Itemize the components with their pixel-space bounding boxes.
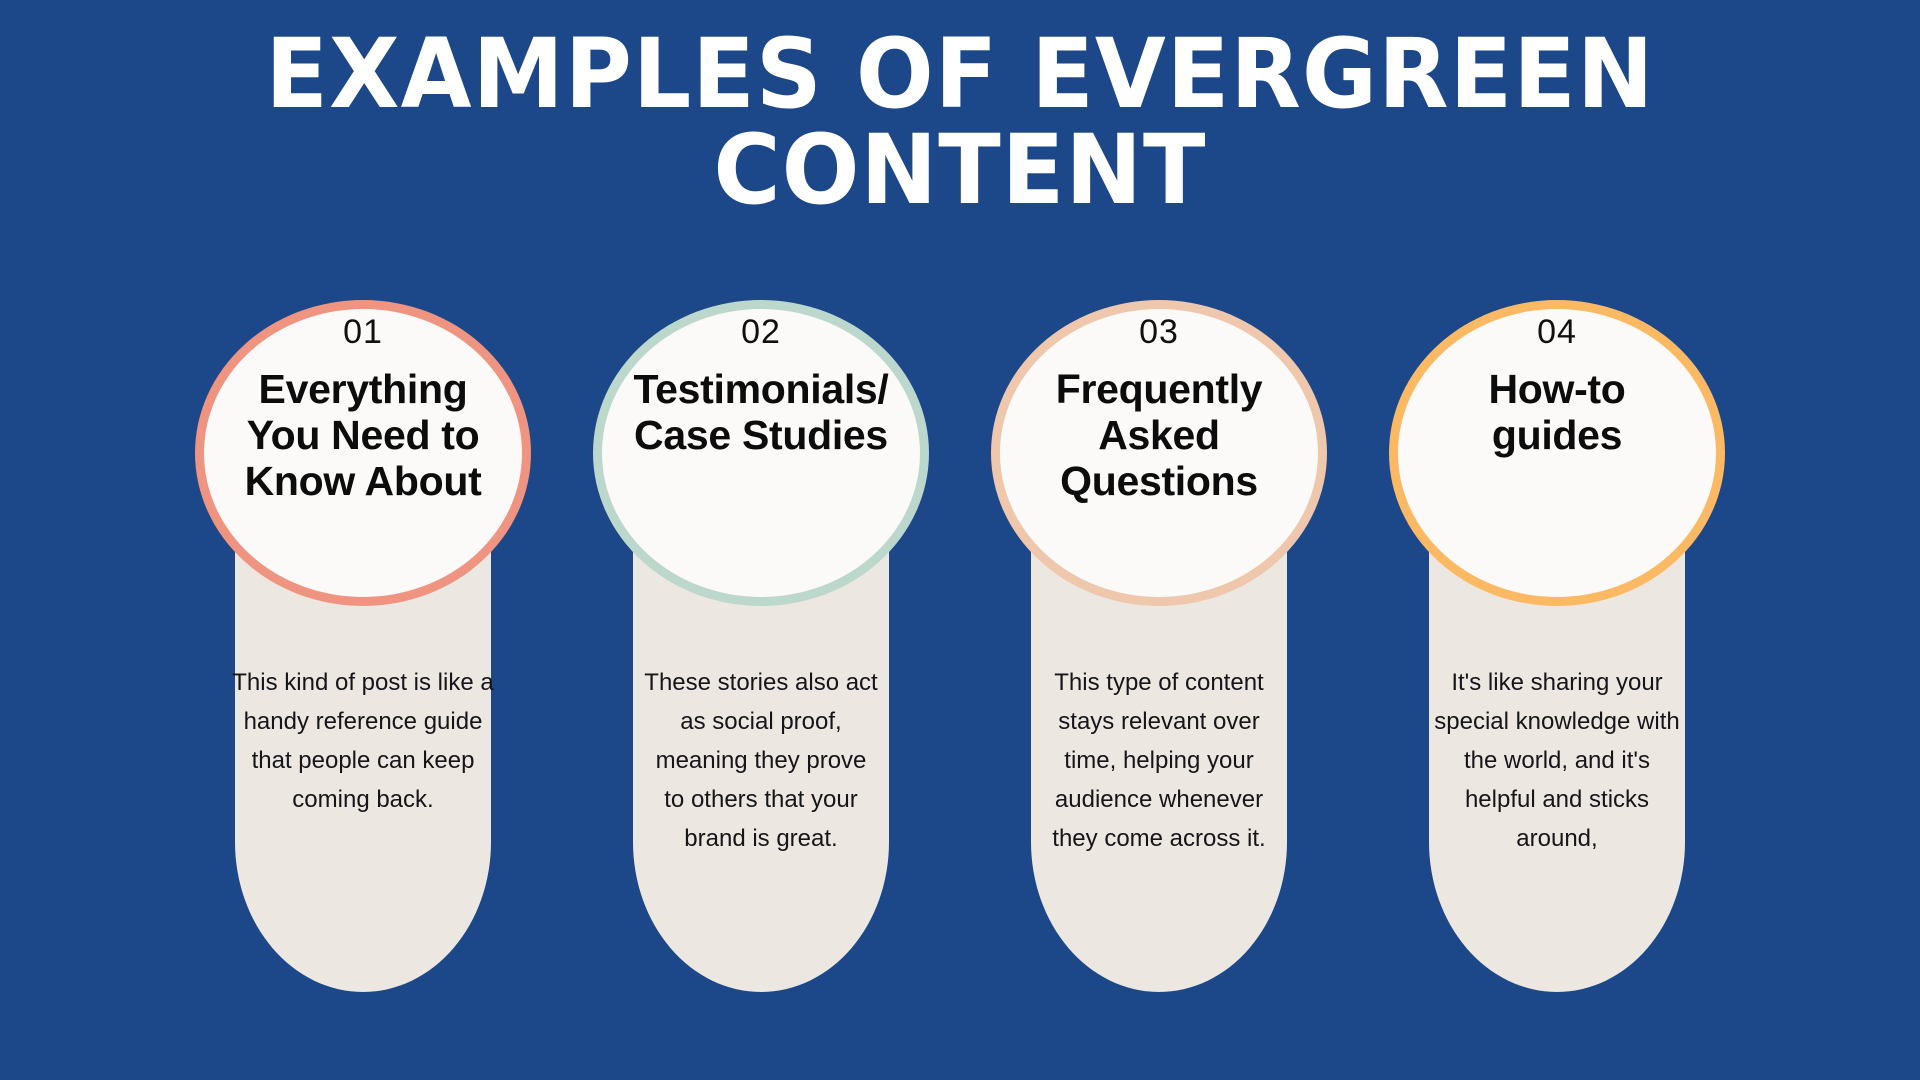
card-circle	[195, 300, 531, 606]
content-card: 04 How-to guides It's like sharing your …	[1389, 300, 1725, 1002]
content-card: 02 Testimonials/ Case Studies These stor…	[593, 300, 929, 1002]
card-circle	[1389, 300, 1725, 606]
content-card: 03 Frequently Asked Questions This type …	[991, 300, 1327, 1002]
title-block: Examples of Evergreen Content	[180, 26, 1740, 218]
content-card: 01 Everything You Need to Know About Thi…	[195, 300, 531, 1002]
card-body-text: This kind of post is like a handy refere…	[232, 669, 494, 813]
cards-row: 01 Everything You Need to Know About Thi…	[0, 300, 1920, 1002]
card-circle	[593, 300, 929, 606]
page-title: Examples of Evergreen Content	[265, 18, 1655, 226]
card-body-text: This type of content stays relevant over…	[1052, 669, 1266, 852]
card-body-text: These stories also act as social proof, …	[644, 669, 878, 852]
card-body-text: It's like sharing your special knowledge…	[1434, 669, 1680, 852]
card-circle	[991, 300, 1327, 606]
